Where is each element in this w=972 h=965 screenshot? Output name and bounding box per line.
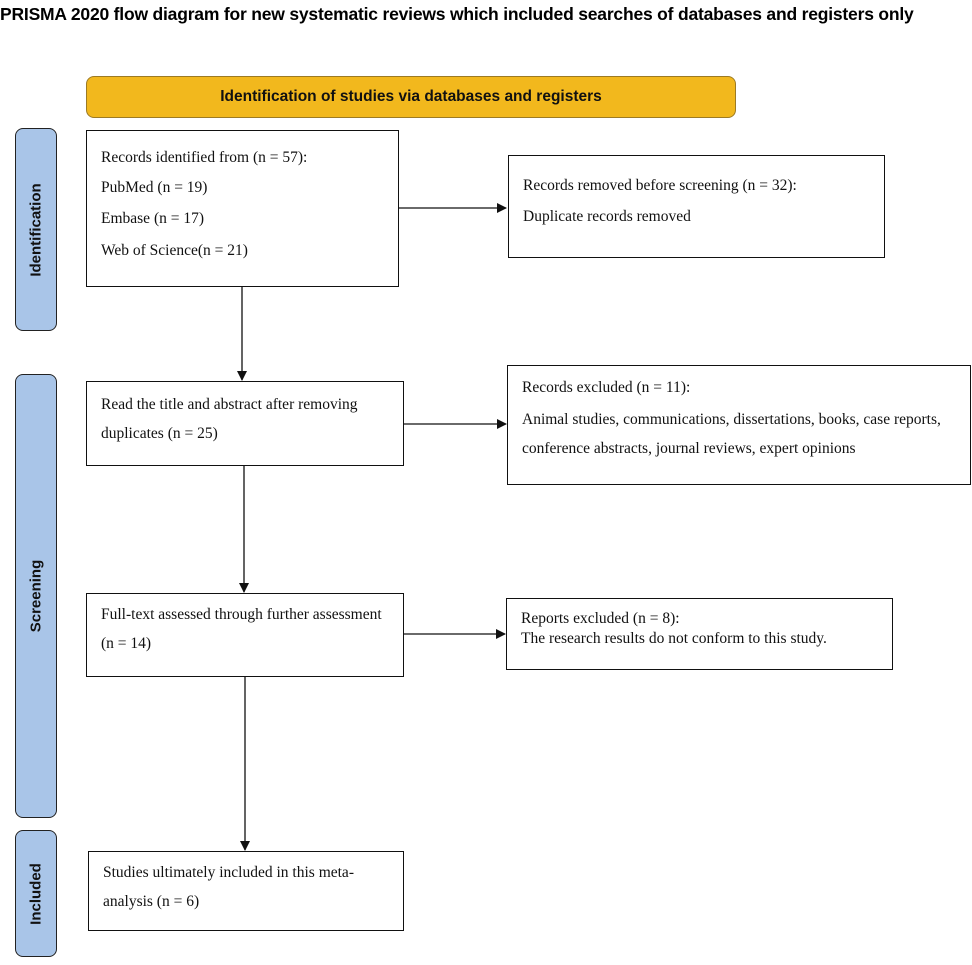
title-abstract-text: Read the title and abstract after removi… (101, 396, 358, 442)
reports-excluded-heading: Reports excluded (n = 8): (521, 610, 680, 627)
records-excluded-detail: Animal studies, communications, disserta… (522, 411, 941, 457)
records-identified-box: Records identified from (n = 57): PubMed… (86, 130, 399, 287)
source-embase: Embase (n = 17) (101, 210, 205, 227)
full-text-box: Full-text assessed through further asses… (86, 593, 404, 677)
records-identified-heading: Records identified from (n = 57): (101, 149, 308, 166)
title-abstract-box: Read the title and abstract after removi… (86, 381, 404, 466)
source-pubmed: PubMed (n = 19) (101, 179, 208, 196)
phase-identification: Identification (15, 128, 57, 331)
records-removed-heading: Records removed before screening (n = 32… (523, 177, 797, 194)
included-box: Studies ultimately included in this meta… (88, 851, 404, 931)
included-text: Studies ultimately included in this meta… (103, 864, 354, 910)
reports-excluded-detail: The research results do not conform to t… (521, 630, 827, 647)
phase-screening: Screening (15, 374, 57, 818)
records-excluded-box: Records excluded (n = 11): Animal studie… (507, 365, 971, 485)
source-web-of-science: Web of Science(n = 21) (101, 242, 248, 259)
full-text-text: Full-text assessed through further asses… (101, 606, 382, 652)
records-excluded-heading: Records excluded (n = 11): (522, 379, 691, 396)
identification-banner: Identification of studies via databases … (86, 76, 736, 118)
records-removed-detail: Duplicate records removed (523, 208, 691, 225)
reports-excluded-box: Reports excluded (n = 8): The research r… (506, 598, 893, 670)
diagram-title: PRISMA 2020 flow diagram for new systema… (0, 4, 914, 24)
banner-label: Identification of studies via databases … (220, 88, 602, 105)
phase-included: Included (15, 830, 57, 957)
records-removed-box: Records removed before screening (n = 32… (508, 155, 885, 258)
